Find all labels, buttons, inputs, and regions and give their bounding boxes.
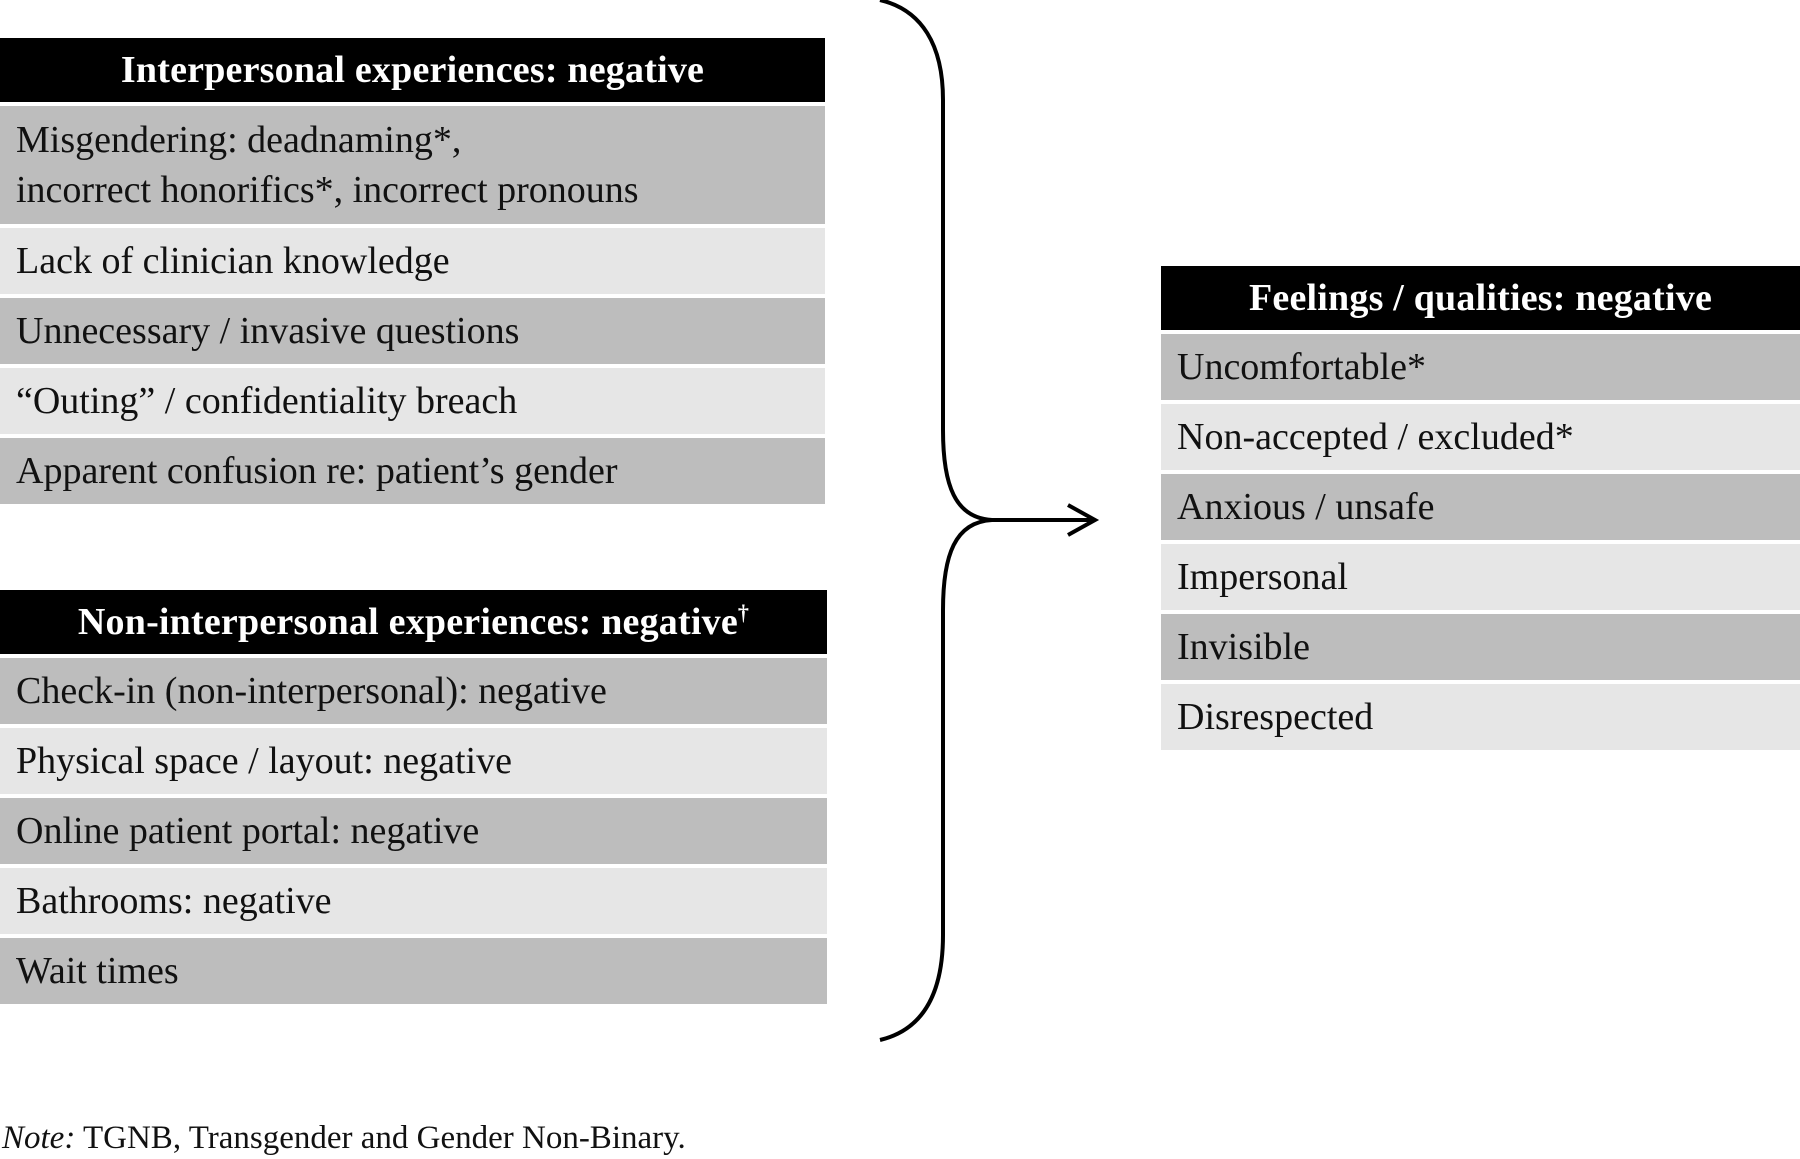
feelings-item-impersonal: Impersonal [1161,540,1800,610]
dagger-mark: † [737,600,750,625]
interpersonal-item-invasive-questions: Unnecessary / invasive questions [0,294,825,364]
feelings-item-uncomfortable: Uncomfortable* [1161,330,1800,400]
non-interpersonal-item-wait-times: Wait times [0,934,827,1004]
feelings-item-disrespected: Disrespected [1161,680,1800,750]
non-interpersonal-item-check-in: Check-in (non-interpersonal): negative [0,654,827,724]
non-interpersonal-item-bathrooms: Bathrooms: negative [0,864,827,934]
feelings-group: Feelings / qualities: negative Uncomfort… [1161,266,1800,750]
non-interpersonal-item-patient-portal: Online patient portal: negative [0,794,827,864]
interpersonal-item-clinician-knowledge: Lack of clinician knowledge [0,224,825,294]
feelings-item-invisible: Invisible [1161,610,1800,680]
footnote-text: TGNB, Transgender and Gender Non-Binary. [75,1120,686,1156]
interpersonal-item-outing: “Outing” / confidentiality breach [0,364,825,434]
feelings-header: Feelings / qualities: negative [1161,266,1800,330]
non-interpersonal-item-physical-space: Physical space / layout: negative [0,724,827,794]
non-interpersonal-group: Non-interpersonal experiences: negative†… [0,590,827,1004]
interpersonal-item-misgendering-line2: incorrect honorifics*, incorrect pronoun… [16,169,639,211]
interpersonal-item-misgendering: Misgendering: deadnaming*, incorrect hon… [0,102,825,224]
feelings-item-anxious: Anxious / unsafe [1161,470,1800,540]
feelings-item-non-accepted: Non-accepted / excluded* [1161,400,1800,470]
interpersonal-item-misgendering-line1: Misgendering: deadnaming*, [16,119,462,161]
arrow-head-icon [1067,503,1100,537]
footnote: Note: TGNB, Transgender and Gender Non-B… [2,1120,686,1157]
non-interpersonal-header-text: Non-interpersonal experiences: negative [77,601,738,643]
curly-brace [879,0,993,1042]
non-interpersonal-header: Non-interpersonal experiences: negative† [0,590,827,654]
footnote-label: Note: [2,1120,76,1156]
interpersonal-header: Interpersonal experiences: negative [0,38,825,102]
interpersonal-group: Interpersonal experiences: negative Misg… [0,38,825,504]
interpersonal-item-gender-confusion: Apparent confusion re: patient’s gender [0,434,825,504]
